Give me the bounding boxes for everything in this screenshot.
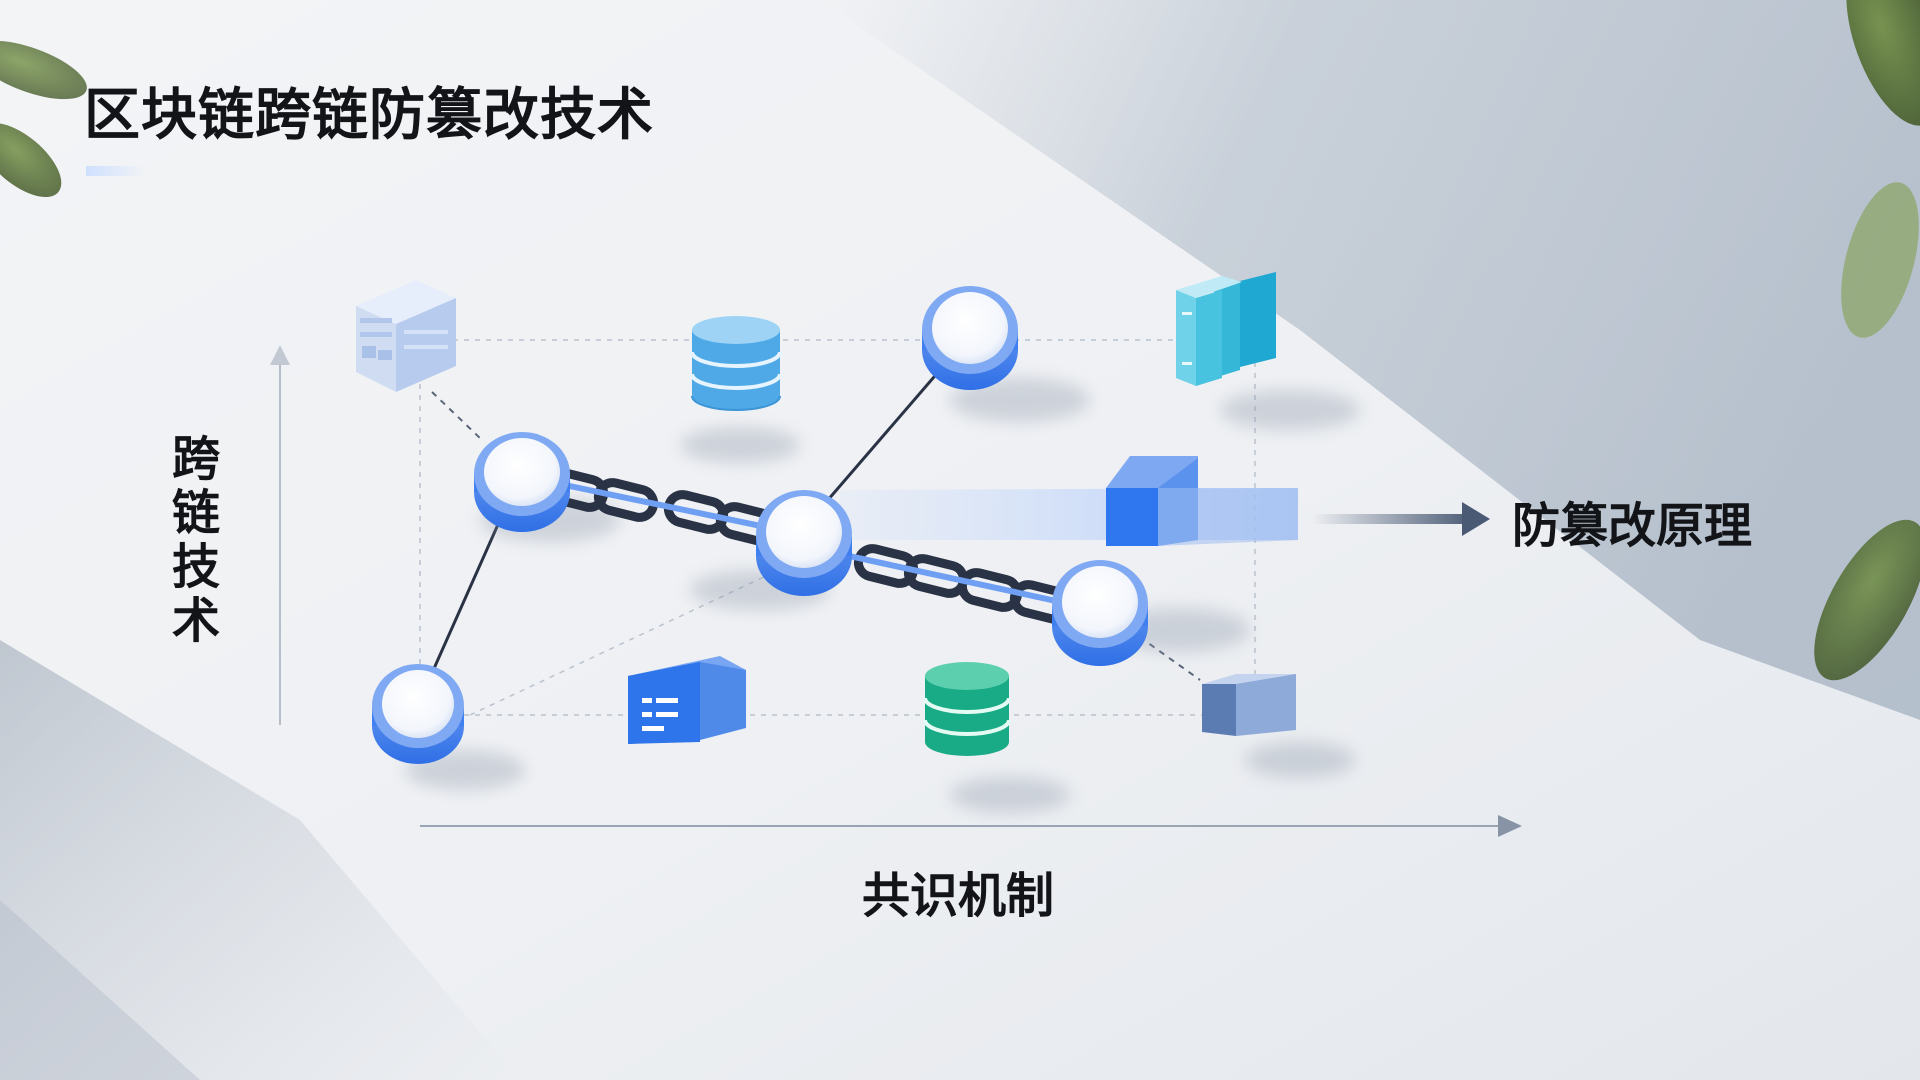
- node-top-left: [474, 432, 570, 532]
- server-rack-icon: [1176, 272, 1276, 386]
- cube-icon: [1202, 674, 1296, 736]
- node-right: [1052, 560, 1148, 666]
- y-axis: [270, 345, 290, 725]
- page-title: 区块链跨链防篡改技术: [84, 83, 654, 148]
- x-axis: [420, 815, 1522, 837]
- chain-link-icon: [543, 468, 1075, 624]
- y-axis-label: 跨 链 技 术: [171, 431, 220, 649]
- panel-icon: [628, 656, 746, 744]
- database-icon-green: [923, 662, 1011, 756]
- node-center: [756, 490, 852, 596]
- output-label: 防篡改原理: [1512, 498, 1753, 554]
- cube-icon-large: [1106, 456, 1298, 546]
- node-top-center: [922, 286, 1018, 390]
- database-icon: [690, 316, 782, 411]
- output-arrow: [1312, 502, 1490, 536]
- title-underline: [86, 166, 146, 176]
- x-axis-label: 共识机制: [862, 868, 1055, 924]
- node-bottom-left: [372, 664, 464, 764]
- chain-segment-2: [839, 544, 1075, 624]
- building-icon: [356, 280, 456, 392]
